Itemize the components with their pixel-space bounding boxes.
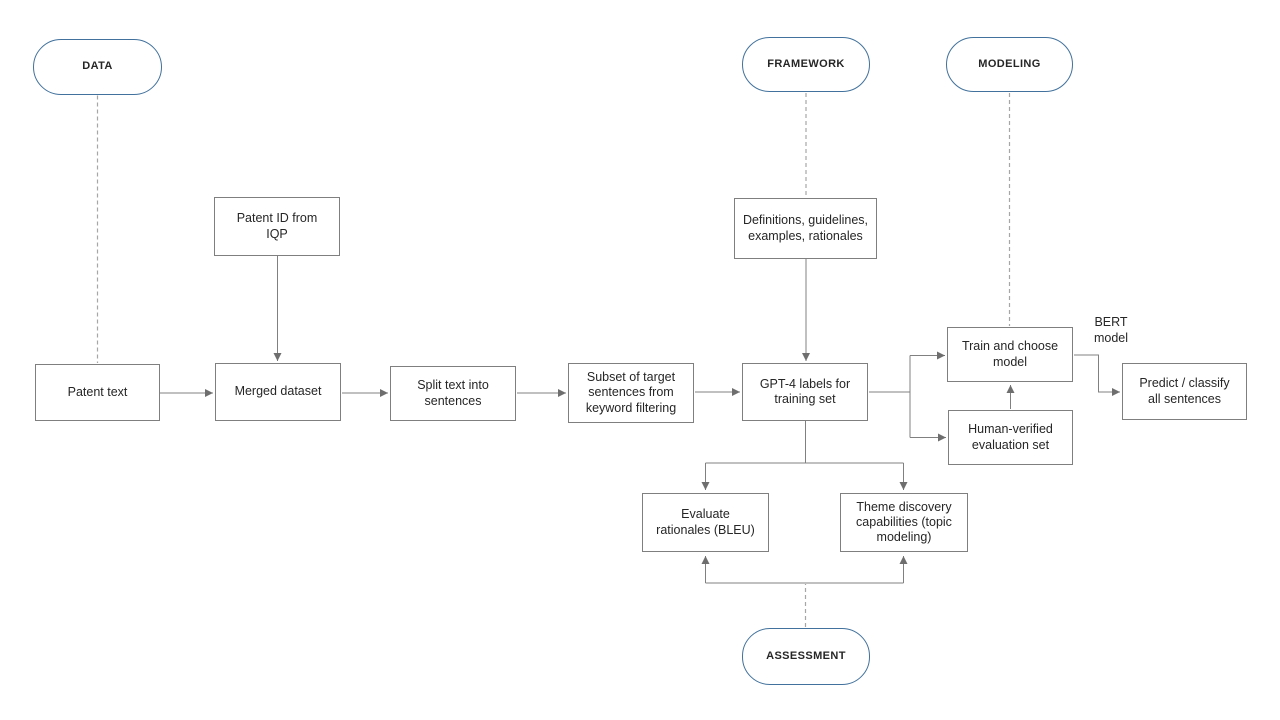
node-evaluate-rationales-bleu: Evaluate rationales (BLEU) xyxy=(642,493,769,552)
node-subset-of-target-sentences: Subset of target sentences from keyword … xyxy=(568,363,694,423)
node-patent-id-from-iqp: Patent ID from IQP xyxy=(214,197,340,256)
node-human-verified-evaluation-set: Human-verified evaluation set xyxy=(948,410,1073,465)
phase-pill-data: DATA xyxy=(33,39,162,95)
phase-pill-modeling: MODELING xyxy=(946,37,1073,92)
node-predict-classify-all-sentences: Predict / classify all sentences xyxy=(1122,363,1247,420)
phase-pill-framework: FRAMEWORK xyxy=(742,37,870,92)
node-theme-discovery-capabilities: Theme discovery capabilities (topic mode… xyxy=(840,493,968,552)
node-train-and-choose-model: Train and choose model xyxy=(947,327,1073,382)
phase-pill-assessment: ASSESSMENT xyxy=(742,628,870,685)
connector-train-to-predict xyxy=(1074,354,1120,396)
node-patent-text: Patent text xyxy=(35,364,160,421)
node-gpt4-labels: GPT-4 labels for training set xyxy=(742,363,868,421)
bert-model-label: BERT model xyxy=(1093,315,1129,345)
node-merged-dataset: Merged dataset xyxy=(215,363,341,421)
node-split-text-into-sentences: Split text into sentences xyxy=(390,366,516,421)
node-definitions-guidelines: Definitions, guidelines, examples, ratio… xyxy=(734,198,877,259)
